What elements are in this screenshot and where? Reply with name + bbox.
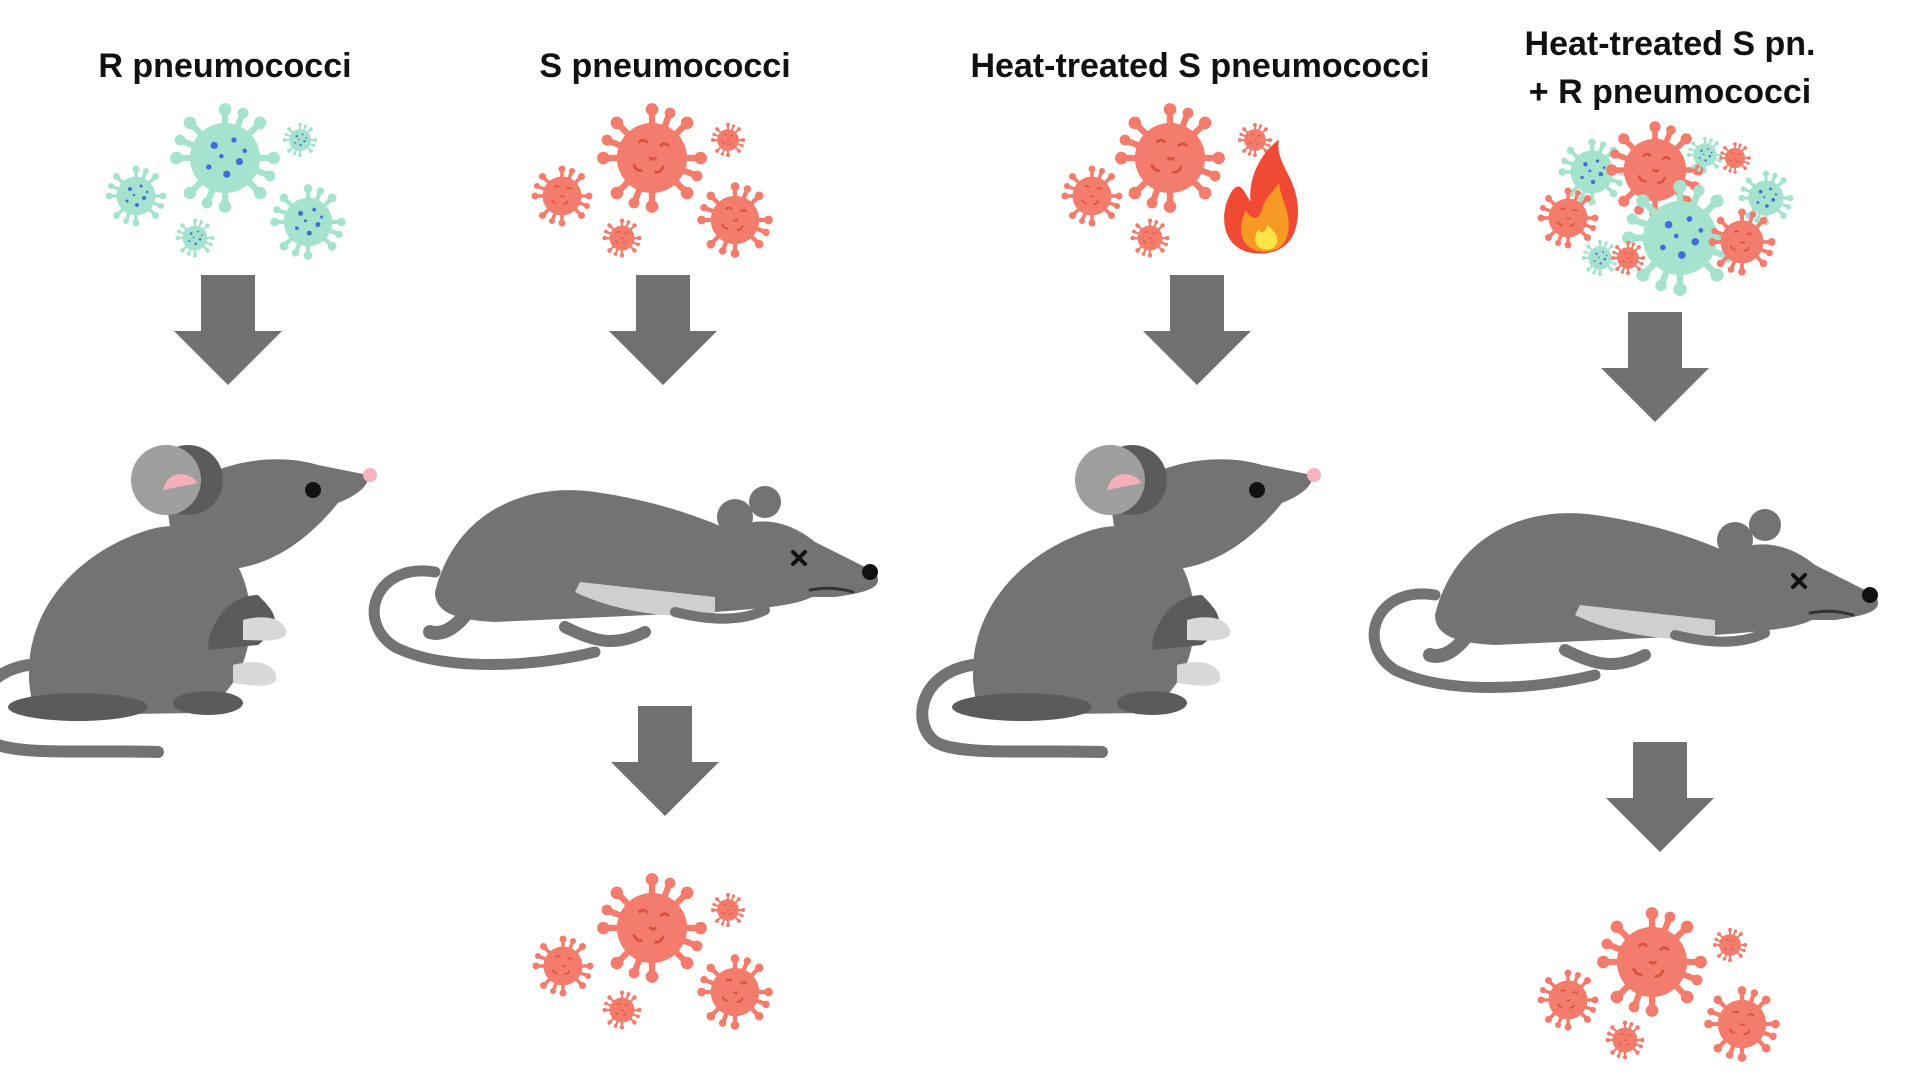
column-mix	[1374, 121, 1878, 1062]
down-arrow-icon	[611, 706, 719, 816]
column-s	[374, 103, 878, 1030]
r-virus-icon	[270, 184, 346, 260]
s-virus-icon	[529, 163, 595, 229]
s-virus-icon	[1711, 926, 1749, 964]
s-virus-icon	[1535, 185, 1601, 251]
down-arrow-icon	[609, 275, 717, 385]
s-virus-icon	[1059, 163, 1125, 229]
column-title-heat-s: Heat-treated S pneumococci	[970, 47, 1430, 85]
column-title-mix: Heat-treated S pn. + R pneumococci	[1470, 20, 1870, 116]
r-virus-icon	[1685, 135, 1725, 175]
down-arrow-icon	[1601, 312, 1709, 422]
r-virus-icon	[281, 121, 319, 159]
s-virus-icon	[597, 103, 707, 213]
column-heat-s	[922, 103, 1321, 752]
s-virus-output-cluster	[530, 873, 773, 1031]
down-arrow-icon	[1606, 742, 1714, 852]
mouse-dead-icon	[1374, 509, 1878, 688]
s-virus-icon	[530, 933, 596, 999]
column-title-r: R pneumococci	[98, 47, 352, 85]
r-virus-icon	[1622, 180, 1738, 296]
r-virus-icon	[174, 217, 216, 259]
mouse-alive-icon	[922, 445, 1321, 752]
s-virus-icon	[697, 182, 773, 258]
column-title-mix-line1: Heat-treated S pn.	[1524, 25, 1816, 63]
r-virus-cluster	[103, 103, 346, 260]
s-virus-icon	[601, 989, 643, 1031]
s-virus-icon	[601, 217, 643, 259]
s-virus-icon	[709, 121, 747, 159]
mouse-dead-icon	[374, 486, 878, 665]
column-r	[0, 103, 377, 752]
s-virus-icon	[1597, 907, 1707, 1017]
s-virus-output-cluster	[1535, 907, 1780, 1062]
fire-icon	[1224, 139, 1298, 254]
r-virus-icon	[1736, 168, 1796, 228]
mouse-alive-icon	[0, 445, 377, 752]
r-virus-icon	[170, 103, 280, 213]
s-virus-icon	[697, 954, 773, 1030]
down-arrow-icon	[174, 275, 282, 385]
s-virus-icon	[597, 873, 707, 983]
s-virus-cluster	[529, 103, 773, 259]
s-virus-icon	[1704, 986, 1780, 1062]
s-virus-icon	[1706, 206, 1778, 278]
s-virus-icon	[1604, 1019, 1646, 1061]
column-title-s: S pneumococci	[539, 47, 791, 85]
s-virus-icon	[1609, 239, 1647, 277]
down-arrow-icon	[1143, 275, 1251, 385]
s-virus-icon	[1115, 103, 1225, 213]
r-virus-icon	[103, 163, 169, 229]
s-virus-icon	[1535, 967, 1601, 1033]
mixed-virus-cluster	[1535, 121, 1796, 296]
s-virus-icon	[1129, 217, 1171, 259]
column-title-mix-line2: + R pneumococci	[1528, 73, 1812, 111]
s-virus-icon	[1718, 141, 1752, 175]
s-virus-icon	[709, 891, 747, 929]
